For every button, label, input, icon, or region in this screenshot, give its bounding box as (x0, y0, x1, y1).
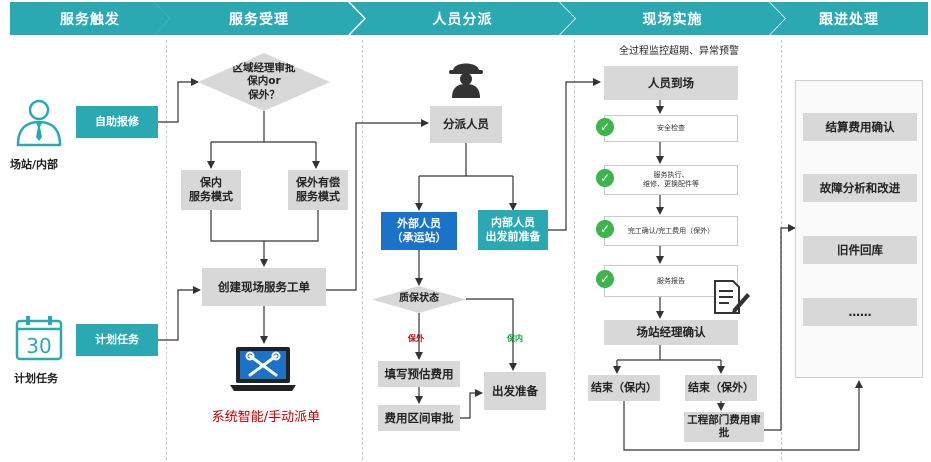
stage-label: 人员分派 (432, 11, 493, 28)
document-edit-icon (714, 280, 750, 314)
eng-cost-approval-box: 工程部门费用审批 (684, 412, 764, 442)
follow-item: 旧件回库 (803, 236, 917, 264)
staff-line: （承运站） (391, 231, 447, 244)
dispatch-note: 系统智能/手动派单 (211, 409, 321, 425)
fill-estimate-box: 填写预估费用 (378, 361, 460, 387)
approval-line: 工程部门费用审 (687, 413, 761, 426)
service-line: 服务执行、 (653, 171, 689, 180)
service-exec-box: 服务执行、维修、更换配件等 (604, 165, 738, 195)
staff-line: 出发前准备 (485, 230, 541, 243)
plan-label: 计划任务 (14, 372, 58, 385)
follow-item: …… (803, 298, 917, 326)
internal-staff-box: 内部人员出发前准备 (478, 210, 548, 250)
mode-line: 保外有偿 (296, 176, 340, 190)
mode-line: 保内 (200, 176, 222, 190)
end-out-warranty-box: 结束（保外） (685, 375, 757, 401)
calendar-number: 30 (26, 334, 51, 358)
check-icon: ✓ (596, 118, 614, 136)
end-in-warranty-box: 结束（保内） (588, 375, 660, 401)
stage-label: 服务受理 (229, 11, 289, 28)
monitor-note: 全过程监控超期、异常预警 (619, 45, 739, 57)
mode-line: 服务模式 (189, 190, 233, 203)
decision-line: 保内or (247, 75, 281, 88)
stage-accept: 服务受理 (154, 2, 364, 35)
staff-line: 外部人员 (397, 217, 441, 231)
cost-approval-box: 费用区间审批 (378, 405, 460, 431)
column-divider (362, 40, 363, 460)
plan-task-button[interactable]: 计划任务 (76, 324, 158, 356)
worker-icon (449, 63, 483, 98)
stage-label: 现场实施 (642, 11, 703, 28)
mode-line: 服务模式 (296, 190, 340, 203)
decision-line: 保外？ (248, 88, 280, 101)
in-warranty-mode: 保内服务模式 (181, 170, 241, 210)
stage-onsite: 现场实施 (560, 2, 785, 35)
column-divider (166, 40, 167, 460)
follow-item: 故障分析和改进 (803, 174, 917, 202)
stage-dispatch: 人员分派 (350, 2, 575, 35)
stage-trigger: 服务触发 (10, 2, 170, 35)
self-repair-button[interactable]: 自助报修 (76, 106, 158, 138)
safety-check-box: 安全检查 (604, 115, 738, 142)
service-line: 维修、更换配件等 (643, 180, 699, 188)
in-warranty-label: 保内 (507, 334, 523, 343)
stage-label: 跟进处理 (819, 11, 879, 28)
out-warranty-label: 保外 (408, 334, 424, 343)
column-divider (574, 40, 575, 460)
manager-confirm-box: 场站经理确认 (604, 320, 738, 345)
completion-box: 完工确认/完工费用（保外） (604, 216, 738, 246)
follow-item: 结算费用确认 (803, 113, 917, 141)
site-label: 场站/内部 (10, 158, 59, 171)
approval-line: 批 (718, 427, 730, 439)
laptop-tools-icon (230, 347, 296, 391)
staff-line: 内部人员 (491, 216, 535, 230)
calendar-icon: 30 (15, 316, 63, 361)
check-icon: ✓ (596, 270, 614, 288)
stage-follow: 跟进处理 (770, 2, 928, 35)
assign-staff-box: 分派人员 (430, 106, 502, 143)
user-icon (16, 99, 62, 147)
create-order-box: 创建现场服务工单 (202, 268, 326, 306)
external-staff-box: 外部人员（承运站） (381, 212, 457, 250)
stage-label: 服务触发 (60, 11, 120, 28)
check-icon: ✓ (596, 220, 614, 238)
decision-line: 区域经理审批 (232, 62, 296, 75)
check-icon: ✓ (596, 169, 614, 187)
depart-prep-box: 出发准备 (484, 372, 546, 410)
arrive-box: 人员到场 (604, 66, 738, 100)
paid-mode: 保外有偿服务模式 (288, 170, 348, 210)
